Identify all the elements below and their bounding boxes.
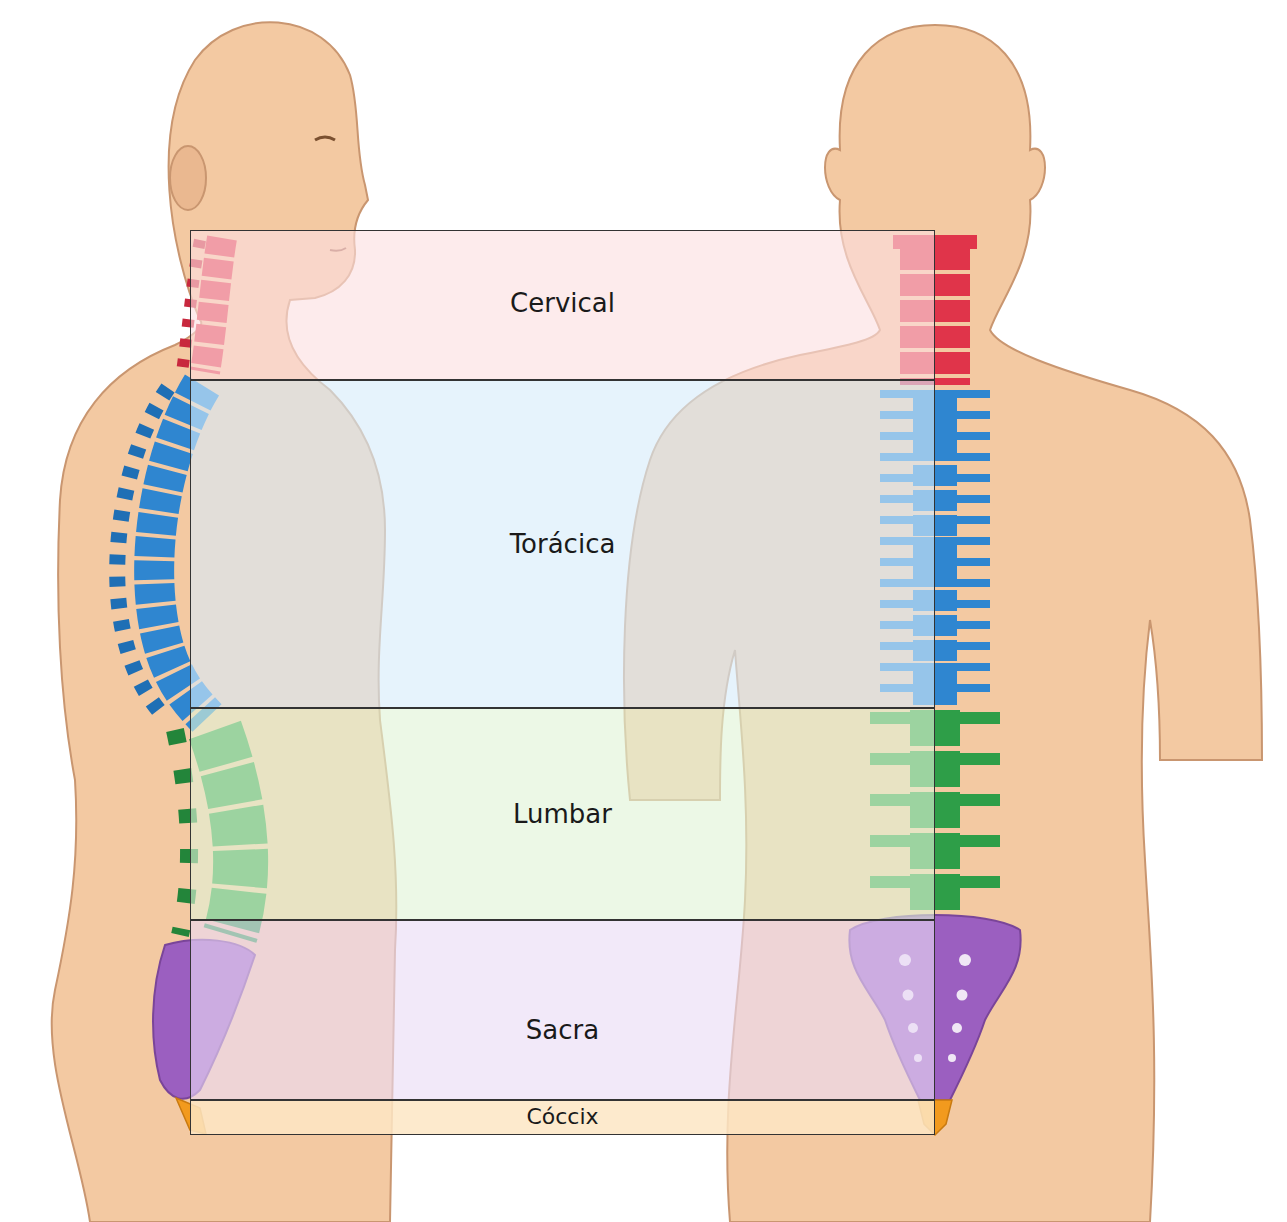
region-label: Torácica bbox=[510, 530, 616, 559]
region-label: Cervical bbox=[510, 289, 615, 318]
region-label: Lumbar bbox=[513, 800, 612, 829]
side-ear bbox=[170, 146, 206, 210]
region-band: Sacra bbox=[190, 920, 935, 1100]
region-band: Torácica bbox=[190, 380, 935, 708]
side-eye bbox=[315, 137, 335, 140]
region-band: Cóccix bbox=[190, 1100, 935, 1135]
region-label: Cóccix bbox=[526, 1105, 598, 1129]
region-label: Sacra bbox=[526, 1016, 599, 1045]
region-band: Lumbar bbox=[190, 708, 935, 920]
region-band: Cervical bbox=[190, 230, 935, 380]
